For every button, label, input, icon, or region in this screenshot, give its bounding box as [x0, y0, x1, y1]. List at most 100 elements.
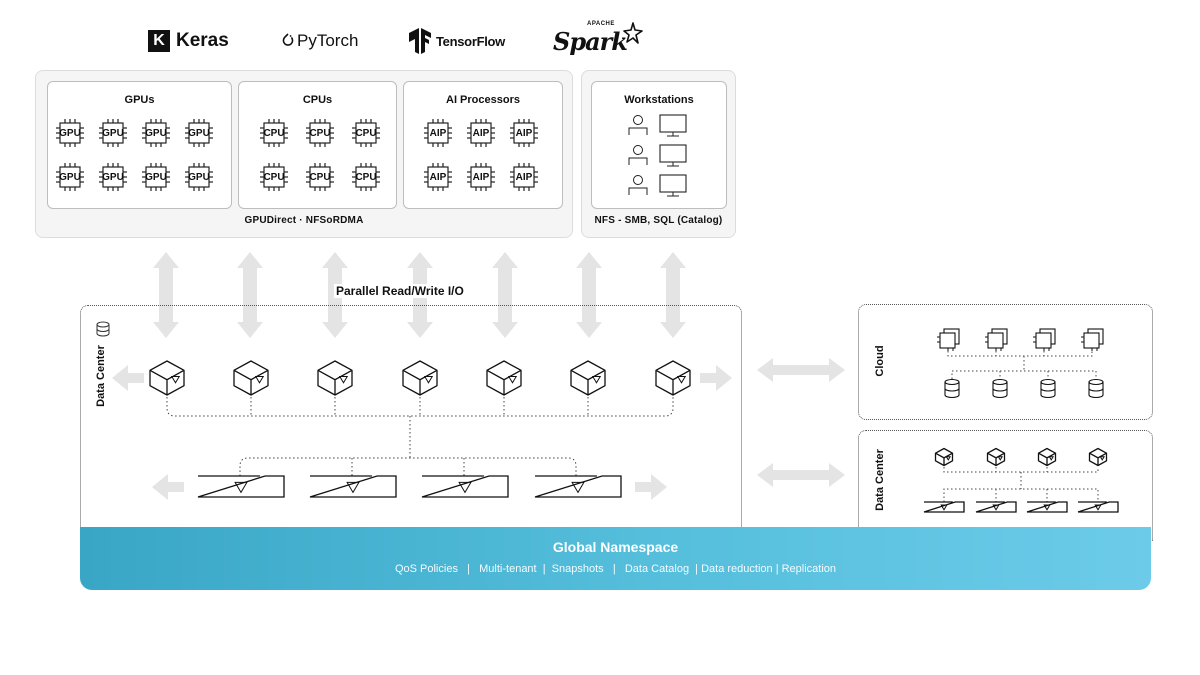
chip-gpu-icon: GPU: [185, 119, 213, 147]
chip-aip-icon: AIP: [467, 119, 495, 147]
storage-cube-icon: [233, 360, 269, 396]
tensorflow-logo: TensorFlow: [408, 24, 505, 58]
tensorflow-label: TensorFlow: [436, 33, 505, 49]
workstations-title: Workstations: [624, 94, 694, 106]
chip-label: CPU: [309, 127, 331, 139]
chip-label: GPU: [145, 171, 167, 183]
chip-label: CPU: [263, 171, 285, 183]
chip-aip-icon: AIP: [510, 119, 538, 147]
chip-cpu-icon: CPU: [260, 163, 288, 191]
cloud-database-icon: [1088, 378, 1104, 399]
database-icon: [96, 321, 110, 337]
keras-label: Keras: [176, 30, 229, 51]
cpus-title: CPUs: [302, 94, 333, 106]
storage-drive-icon: [534, 475, 622, 498]
chip-gpu-icon: GPU: [185, 163, 213, 191]
chip-label: GPU: [102, 171, 124, 183]
gpus-title: GPUs: [124, 94, 155, 106]
workstations-graphic: [628, 114, 687, 197]
workstation-icon: [628, 114, 687, 137]
pytorch-flame-icon: [282, 33, 294, 46]
workstation-icon: [628, 144, 687, 167]
parallel-io-label: Parallel Read/Write I/O: [334, 284, 466, 298]
replication-arrow-cloud: [757, 358, 845, 382]
outflow-right-arrow: [635, 474, 667, 500]
chip-label: CPU: [355, 171, 377, 183]
remote-storage-cube-icon: [986, 447, 1006, 467]
chip-gpu-icon: GPU: [142, 119, 170, 147]
chip-label: GPU: [188, 171, 210, 183]
parallel-io-arrow: [237, 252, 263, 338]
main-datacenter-box: [80, 305, 742, 541]
chip-cpu-icon: CPU: [260, 119, 288, 147]
cloud-database-icon: [944, 378, 960, 399]
cloud-instance-icon: [1081, 328, 1104, 351]
chip-label: GPU: [59, 127, 81, 139]
outflow-right-arrow: [700, 365, 732, 391]
chip-label: CPU: [355, 127, 377, 139]
chip-aip-icon: AIP: [424, 119, 452, 147]
remote-drive-icon: [1077, 501, 1119, 513]
remote-drive-icon: [923, 501, 965, 513]
spark-star-icon: [623, 22, 643, 44]
remote-storage-cube-icon: [1037, 447, 1057, 467]
outflow-left-arrow: [152, 474, 184, 500]
storage-cube-icon: [570, 360, 606, 396]
compute-caption: GPUDirect · NFSoRDMA: [244, 215, 364, 226]
main-datacenter-label: Data Center: [95, 345, 107, 407]
parallel-io-arrow: [576, 252, 602, 338]
spark-apache-label: APACHE: [587, 21, 615, 27]
chip-label: GPU: [102, 127, 124, 139]
cloud-label: Cloud: [874, 345, 886, 377]
remote-storage-cube-icon: [1088, 447, 1108, 467]
chip-label: GPU: [145, 127, 167, 139]
cloud-instance-icon: [937, 328, 960, 351]
storage-drive-icon: [197, 475, 285, 498]
connector-line: [239, 457, 577, 476]
remote-storage-cube-icon: [934, 447, 954, 467]
remote-drive-icon: [975, 501, 1017, 513]
parallel-io-arrow: [153, 252, 179, 338]
outflow-left-arrow: [112, 365, 144, 391]
chip-cpu-icon: CPU: [306, 119, 334, 147]
chip-aip-icon: AIP: [510, 163, 538, 191]
global-namespace-bar: Global Namespace QoS Policies | Multi-te…: [80, 527, 1151, 590]
parallel-io-arrow: [492, 252, 518, 338]
chip-gpu-icon: GPU: [99, 119, 127, 147]
connector-line: [943, 488, 1099, 502]
connector-line: [947, 351, 1093, 357]
keras-mark-icon: K: [148, 30, 170, 52]
cpus-panel: CPUs CPU CPU CPU CPU CPU CPU: [238, 81, 397, 209]
chip-label: CPU: [309, 171, 331, 183]
chip-label: GPU: [188, 127, 210, 139]
storage-drive-icon: [421, 475, 509, 498]
parallel-io-arrow: [660, 252, 686, 338]
chip-label: AIP: [429, 171, 447, 183]
pytorch-logo: PyTorch: [282, 24, 358, 58]
storage-cube-icon: [655, 360, 691, 396]
chip-aip-icon: AIP: [467, 163, 495, 191]
connector-line: [951, 370, 1097, 379]
workstations-caption: NFS - SMB, SQL (Catalog): [594, 215, 723, 226]
remote-drive-icon: [1026, 501, 1068, 513]
storage-cube-icon: [486, 360, 522, 396]
remote-datacenter-box: [858, 430, 1153, 541]
connector-line: [166, 397, 674, 417]
spark-logo: APACHE Spark: [553, 21, 643, 58]
chip-label: CPU: [263, 127, 285, 139]
chip-gpu-icon: GPU: [142, 163, 170, 191]
chip-label: AIP: [472, 127, 490, 139]
connector-line: [943, 467, 1099, 473]
replication-arrow-datacenter: [757, 463, 845, 487]
workstations-inner: Workstations: [591, 81, 727, 209]
storage-cube-icon: [402, 360, 438, 396]
chip-cpu-icon: CPU: [306, 163, 334, 191]
remote-datacenter-label: Data Center: [874, 449, 886, 511]
pytorch-label: PyTorch: [297, 31, 359, 50]
storage-cube-icon: [149, 360, 185, 396]
chip-cpu-icon: CPU: [352, 163, 380, 191]
cloud-box: [858, 304, 1153, 420]
